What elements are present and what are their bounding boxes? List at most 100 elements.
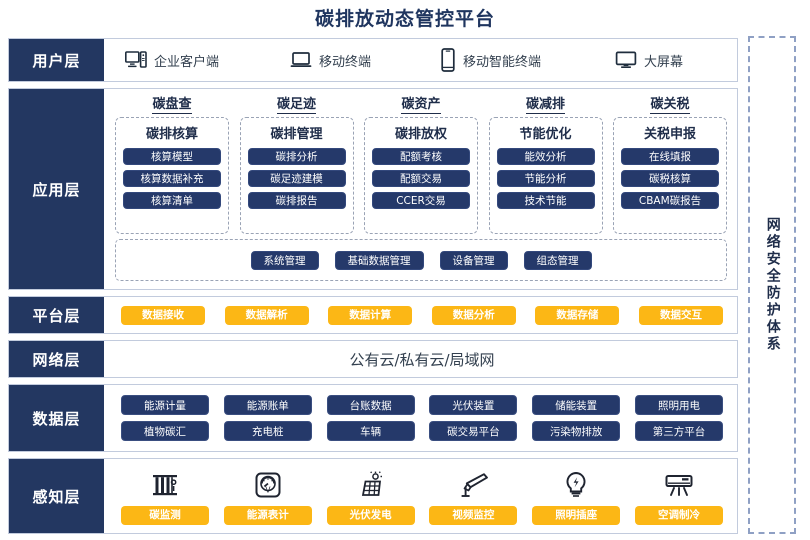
app-item[interactable]: CBAM碳报告 [621,192,719,209]
management-item[interactable]: 组态管理 [523,250,592,270]
app-group-carbon-reduction: 碳减排 节能优化 能效分析 节能分析 技术节能 [488,93,603,235]
sense-item-lighting-socket[interactable]: 照明插座 [532,467,621,525]
app-group-carbon-asset: 碳资产 碳排放权 配额考核 配额交易 CCER交易 [364,93,478,235]
layer-user-body: 企业客户端 移动终端 移动智能终端 [107,39,755,81]
data-row: 能源计量 能源账单 台账数据 光伏装置 储能装置 照明用电 [121,395,723,415]
platform-item[interactable]: 数据计算 [328,305,413,325]
app-group-sub: 碳排管理 [270,127,323,142]
data-item[interactable]: 污染物排放 [532,421,621,441]
management-item[interactable]: 基础数据管理 [334,250,424,270]
layer-user: 用户层 企业客户端 移动终端 [8,38,738,82]
app-group-head: 碳足迹 [276,97,316,114]
sense-item-air-conditioning[interactable]: 空调制冷 [634,467,723,525]
management-group: 系统管理 基础数据管理 设备管理 组态管理 [115,239,727,281]
sense-item-label: 照明插座 [532,506,621,525]
sense-item-label: 能源表计 [223,506,312,525]
layer-data-body: 能源计量 能源账单 台账数据 光伏装置 储能装置 照明用电 植物碳汇 充电桩 车… [107,385,737,451]
data-item[interactable]: 光伏装置 [429,395,518,415]
app-group-head: 碳减排 [525,97,565,114]
network-security-label: 网络安全防护体系 [764,217,781,353]
data-item[interactable]: 台账数据 [326,395,415,415]
platform-item[interactable]: 数据解析 [224,305,309,325]
app-item[interactable]: 碳足迹建模 [247,170,346,187]
app-item[interactable]: 节能分析 [496,170,595,187]
energy-meter-icon: V [253,467,283,503]
app-item[interactable]: 核算模型 [123,148,221,165]
app-group-sub: 碳排放权 [394,127,447,142]
sense-item-solar-power[interactable]: 光伏发电 [326,467,415,525]
data-item[interactable]: 照明用电 [634,395,723,415]
light-bulb-icon [561,467,591,503]
data-item[interactable]: 能源计量 [121,395,209,415]
app-item[interactable]: 核算数据补充 [123,170,221,187]
user-item-smart-mobile-terminal[interactable]: 移动智能终端 [440,48,615,72]
sense-item-video-surveillance[interactable]: 视频监控 [429,467,518,525]
app-item[interactable]: 技术节能 [496,192,595,209]
platform-item[interactable]: 数据交互 [638,305,723,325]
user-item-mobile-terminal[interactable]: 移动终端 [290,51,440,70]
solar-panel-icon [356,467,386,503]
layer-sense-body: 碳监测 V 能源表计 光伏发电 [107,459,737,533]
smartphone-icon [440,48,456,72]
app-group-sub: 节能优化 [519,127,572,142]
data-item[interactable]: 储能装置 [532,395,621,415]
app-item[interactable]: 碳税核算 [621,170,719,187]
platform-item[interactable]: 数据分析 [431,305,516,325]
user-item-label: 移动终端 [319,54,372,70]
app-item[interactable]: 核算清单 [123,192,221,209]
network-security-panel: 网络安全防护体系 [748,36,796,534]
sense-item-label: 空调制冷 [634,506,723,525]
sense-item-label: 光伏发电 [326,506,415,525]
app-item[interactable]: 碳排报告 [247,192,346,209]
laptop-icon [290,51,312,69]
user-item-large-screen[interactable]: 大屏幕 [615,51,755,70]
sense-item-label: 视频监控 [429,506,518,525]
platform-item[interactable]: 数据接收 [121,305,205,325]
sense-item-energy-meter[interactable]: V 能源表计 [223,467,312,525]
app-item[interactable]: 能效分析 [496,148,595,165]
data-item[interactable]: 充电桩 [223,421,312,441]
network-text: 公有云/私有云/局域网 [349,350,495,369]
sense-item-carbon-monitor[interactable]: 碳监测 [121,467,209,525]
app-item[interactable]: 碳排分析 [247,148,346,165]
app-group-carbon-inventory: 碳盘查 碳排核算 核算模型 核算数据补充 核算清单 [115,93,229,235]
app-group-head: 碳资产 [401,97,441,114]
data-item[interactable]: 能源账单 [223,395,312,415]
app-group-head: 碳盘查 [152,97,192,114]
layer-application-label: 应用层 [9,89,107,289]
layer-platform-label: 平台层 [9,297,107,333]
layer-platform: 平台层 数据接收 数据解析 数据计算 数据分析 数据存储 数据交互 [8,296,738,334]
page-title: 碳排放动态管控平台 [314,8,495,30]
layer-platform-body: 数据接收 数据解析 数据计算 数据分析 数据存储 数据交互 [107,297,737,333]
layer-application-body: 碳盘查 碳排核算 核算模型 核算数据补充 核算清单 碳足迹 碳排管理 碳排分析 … [107,89,737,289]
cctv-camera-icon [457,467,489,503]
data-item[interactable]: 车辆 [326,421,415,441]
air-conditioner-icon [663,467,695,503]
app-item[interactable]: 在线填报 [621,148,719,165]
platform-item[interactable]: 数据存储 [535,305,620,325]
app-item[interactable]: 配额考核 [372,148,470,165]
monitor-icon [615,51,637,69]
layer-network: 网络层 公有云/私有云/局域网 [8,340,738,378]
app-group-head: 碳关税 [650,97,690,114]
sense-item-label: 碳监测 [121,506,209,525]
management-item[interactable]: 设备管理 [439,250,508,270]
app-group-carbon-footprint: 碳足迹 碳排管理 碳排分析 碳足迹建模 碳排报告 [239,93,354,235]
data-row: 植物碳汇 充电桩 车辆 碳交易平台 污染物排放 第三方平台 [121,421,723,441]
app-item[interactable]: CCER交易 [372,192,470,209]
layer-data-label: 数据层 [9,385,107,451]
layer-network-body: 公有云/私有云/局域网 [107,341,737,377]
data-item[interactable]: 植物碳汇 [121,421,209,441]
app-item[interactable]: 配额交易 [372,170,470,187]
data-item[interactable]: 第三方平台 [634,421,723,441]
app-group-carbon-tariff: 碳关税 关税申报 在线填报 碳税核算 CBAM碳报告 [613,93,727,235]
carbon-monitor-icon [150,467,180,503]
desktop-tower-icon [125,51,147,69]
data-item[interactable]: 碳交易平台 [429,421,518,441]
user-item-label: 大屏幕 [644,54,684,70]
user-item-enterprise-client[interactable]: 企业客户端 [125,51,290,70]
user-item-label: 移动智能终端 [463,54,542,70]
management-item[interactable]: 系统管理 [250,250,319,270]
layer-sense-label: 感知层 [9,459,107,533]
